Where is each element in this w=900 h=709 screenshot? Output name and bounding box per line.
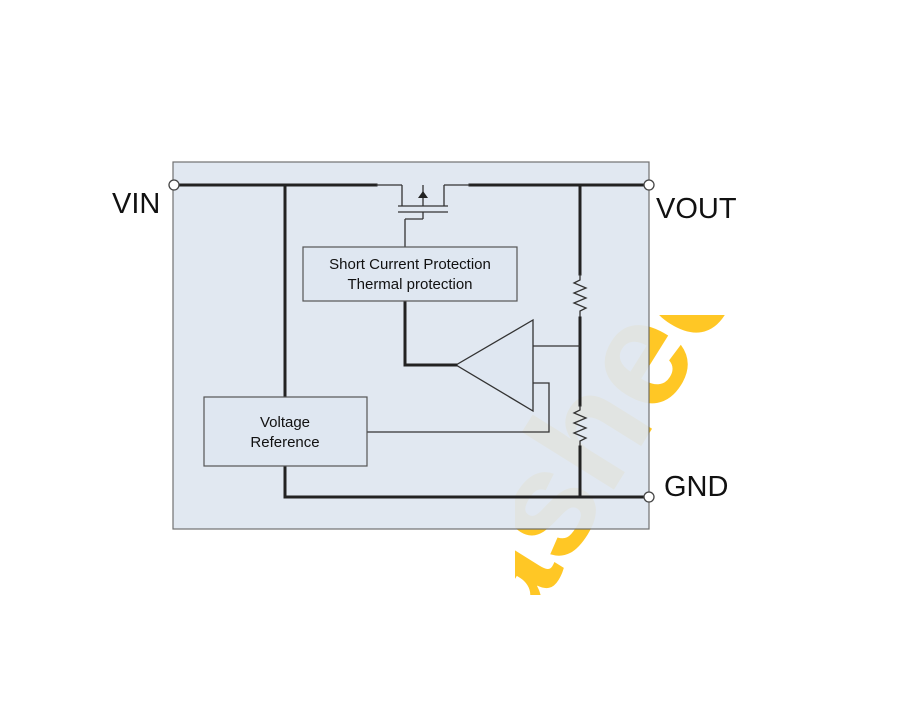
lower-resistor-icon: [572, 405, 588, 447]
vin-terminal-icon: [168, 179, 180, 191]
vout-terminal-icon: [643, 179, 655, 191]
upper-resistor-icon: [572, 274, 588, 318]
vout-label: VOUT: [656, 193, 737, 225]
error-amplifier-icon: [454, 318, 534, 413]
pass-transistor-icon: [376, 184, 470, 247]
protection-label-line1: Short Current Protection: [329, 256, 491, 273]
vin-label: VIN: [112, 188, 160, 220]
reference-label-line1: Voltage: [260, 414, 310, 431]
protection-label-line2: Thermal protection: [347, 276, 472, 293]
amp-output-wire: [403, 299, 458, 367]
gnd-terminal-icon: [643, 491, 655, 503]
reference-output-wire: [367, 382, 550, 433]
reference-label-line2: Reference: [250, 434, 319, 451]
protection-block: [302, 246, 518, 302]
gnd-label: GND: [664, 471, 728, 503]
voltage-reference-block: [203, 396, 368, 467]
